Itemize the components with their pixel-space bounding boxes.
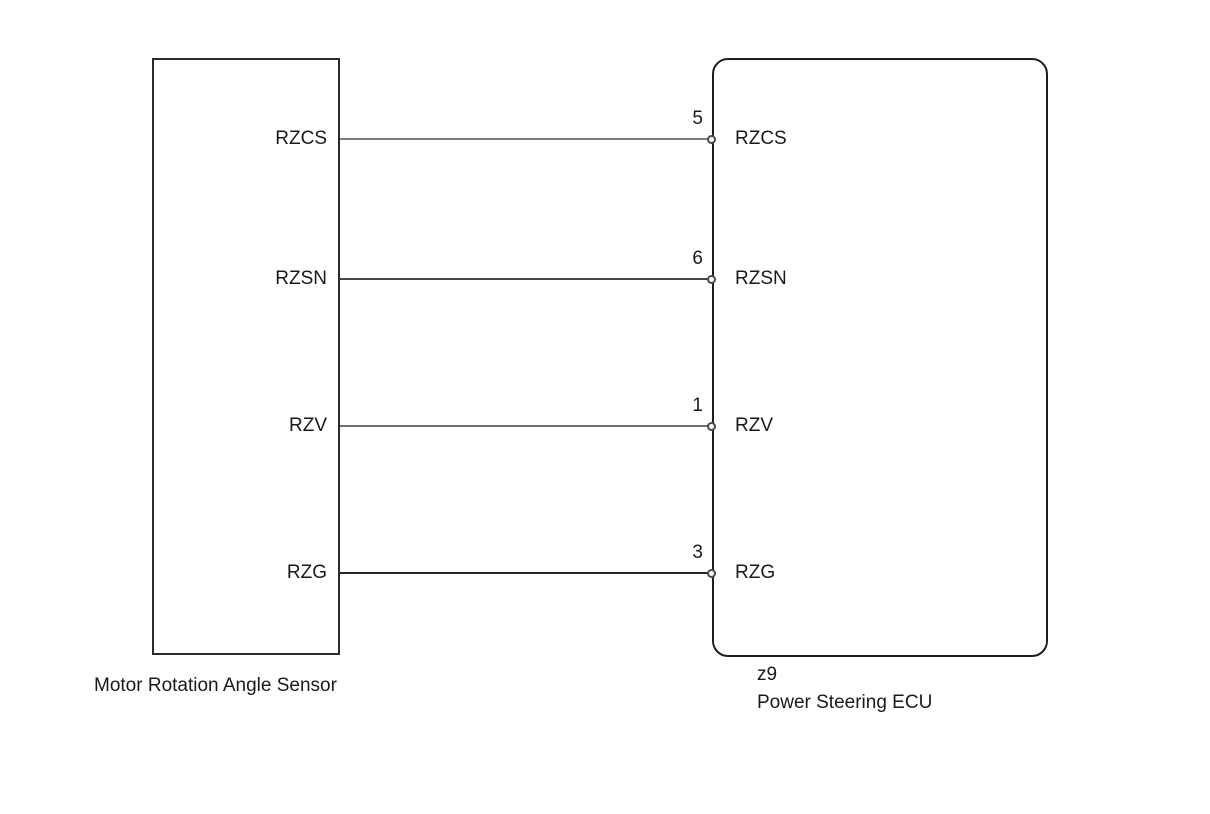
ecu-pin-number-5: 5	[692, 108, 703, 129]
wire-rzcs	[340, 138, 712, 140]
power-steering-ecu-box	[712, 58, 1048, 657]
left-component-caption: Motor Rotation Angle Sensor	[94, 675, 337, 696]
ecu-pin-label-rzg: RZG	[735, 562, 776, 583]
sensor-pin-label-rzcs: RZCS	[275, 128, 327, 149]
ecu-pin-label-rzsn: RZSN	[735, 268, 787, 289]
ecu-pin-terminal-icon	[707, 135, 716, 144]
ecu-pin-terminal-icon	[707, 569, 716, 578]
ecu-pin-terminal-icon	[707, 422, 716, 431]
ecu-pin-label-rzv: RZV	[735, 415, 773, 436]
ecu-pin-terminal-icon	[707, 275, 716, 284]
motor-rotation-angle-sensor-box	[152, 58, 340, 655]
ecu-pin-number-3: 3	[692, 542, 703, 563]
wire-rzv	[340, 425, 712, 427]
sensor-pin-label-rzv: RZV	[289, 415, 327, 436]
right-component-code: z9	[757, 664, 778, 685]
ecu-pin-number-1: 1	[692, 395, 703, 416]
ecu-pin-label-rzcs: RZCS	[735, 128, 787, 149]
wire-rzsn	[340, 278, 712, 280]
sensor-pin-label-rzg: RZG	[286, 562, 327, 583]
sensor-pin-label-rzsn: RZSN	[275, 268, 327, 289]
wire-rzg	[340, 572, 712, 574]
ecu-pin-number-6: 6	[692, 248, 703, 269]
right-component-caption: Power Steering ECU	[757, 692, 933, 713]
